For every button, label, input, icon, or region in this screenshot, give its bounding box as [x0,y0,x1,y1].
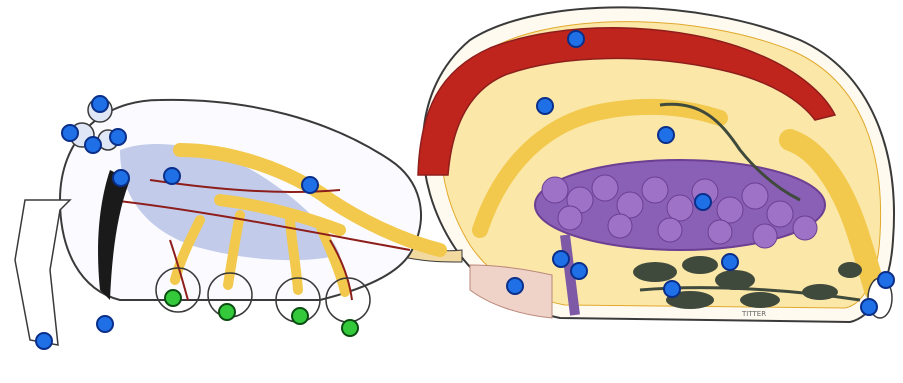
marker-m22-green[interactable] [219,304,235,320]
marker-m15-blue[interactable] [571,263,587,279]
marker-m7-blue[interactable] [302,177,318,193]
marker-m3-blue[interactable] [85,137,101,153]
artist-signature: TITTER [741,310,766,318]
marker-m21-green[interactable] [165,290,181,306]
marker-m2-blue[interactable] [62,125,78,141]
marker-m4-blue[interactable] [110,129,126,145]
marker-m13-blue[interactable] [695,194,711,210]
marker-m24-green[interactable] [342,320,358,336]
marker-m10-blue[interactable] [568,31,584,47]
marker-m18-blue[interactable] [664,281,680,297]
marker-m9-blue[interactable] [97,316,113,332]
marker-m20-blue[interactable] [861,299,877,315]
marker-m14-blue[interactable] [553,251,569,267]
marker-m19-blue[interactable] [878,272,894,288]
ovary [535,160,825,250]
marker-m11-blue[interactable] [537,98,553,114]
marker-m12-blue[interactable] [658,127,674,143]
marker-m1-blue[interactable] [92,96,108,112]
marker-m17-blue[interactable] [722,254,738,270]
marker-m23-green[interactable] [292,308,308,324]
marker-m16-blue[interactable] [507,278,523,294]
marker-m5-blue[interactable] [113,170,129,186]
marker-m8-blue[interactable] [36,333,52,349]
marker-m6-blue[interactable] [164,168,180,184]
